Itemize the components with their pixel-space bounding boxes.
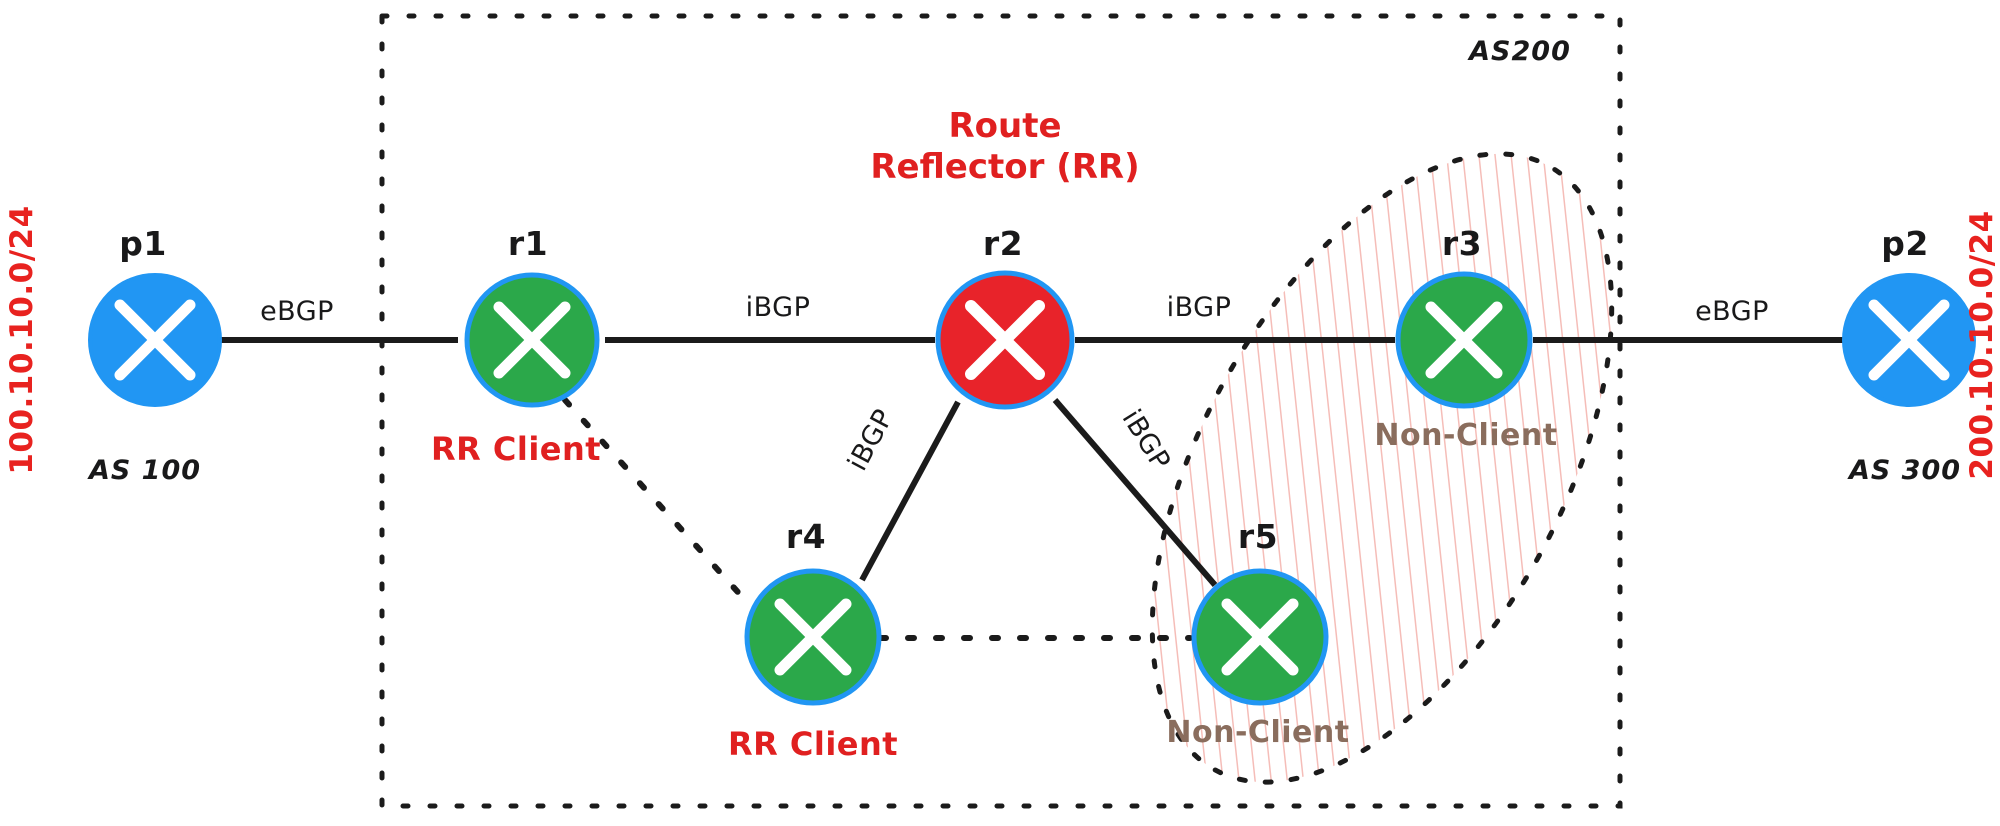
- annotation-non-client-r5: Non-Client: [1166, 715, 1350, 750]
- router-x-icon: [114, 299, 196, 381]
- router-x-icon: [493, 301, 571, 379]
- annotation-non-client-r3: Non-Client: [1374, 418, 1558, 453]
- link-label-ibgp-r2-r3: iBGP: [1166, 292, 1232, 323]
- prefix-label-right: 200.10.10.0/24: [1964, 210, 2000, 480]
- node-r4[interactable]: [744, 568, 882, 706]
- router-x-icon: [1425, 301, 1503, 379]
- node-r5[interactable]: [1191, 568, 1329, 706]
- link-r2-r4: [859, 400, 961, 582]
- node-r2[interactable]: [935, 270, 1075, 410]
- router-x-icon: [1221, 598, 1299, 676]
- node-label-r5: r5: [1237, 517, 1279, 556]
- as-label-300: AS 300: [1848, 455, 1962, 486]
- router-x-icon: [965, 300, 1045, 380]
- rr-title-line-2: Reflector (RR): [870, 147, 1140, 188]
- node-p2[interactable]: [1842, 273, 1976, 407]
- as200-label: AS200: [1469, 36, 1571, 67]
- link-label-ebgp-left: eBGP: [260, 296, 334, 327]
- as-label-100: AS 100: [88, 455, 202, 486]
- link-label-ebgp-right: eBGP: [1695, 296, 1769, 327]
- node-r3[interactable]: [1395, 271, 1533, 409]
- route-reflector-title: Route Reflector (RR): [835, 106, 1175, 189]
- rr-title-line-1: Route: [948, 106, 1062, 146]
- node-r1[interactable]: [464, 272, 600, 408]
- node-p1[interactable]: [88, 273, 222, 407]
- as200-boundary-box: [379, 13, 1623, 809]
- node-label-r3: r3: [1441, 224, 1483, 263]
- link-label-ibgp-r1-r2: iBGP: [745, 292, 811, 323]
- node-label-p2: p2: [1881, 224, 1929, 263]
- annotation-rr-client-r1: RR Client: [430, 430, 602, 468]
- node-label-r2: r2: [982, 224, 1024, 263]
- node-label-r1: r1: [507, 224, 549, 263]
- prefix-label-left: 100.10.10.0/24: [4, 205, 40, 475]
- router-x-icon: [774, 598, 852, 676]
- link-r2-r5: [1052, 398, 1218, 587]
- router-x-icon: [1868, 299, 1950, 381]
- link-r1-r4-dotted: [562, 397, 748, 603]
- node-label-r4: r4: [785, 517, 827, 556]
- node-label-p1: p1: [119, 224, 167, 263]
- annotation-rr-client-r4: RR Client: [727, 725, 899, 763]
